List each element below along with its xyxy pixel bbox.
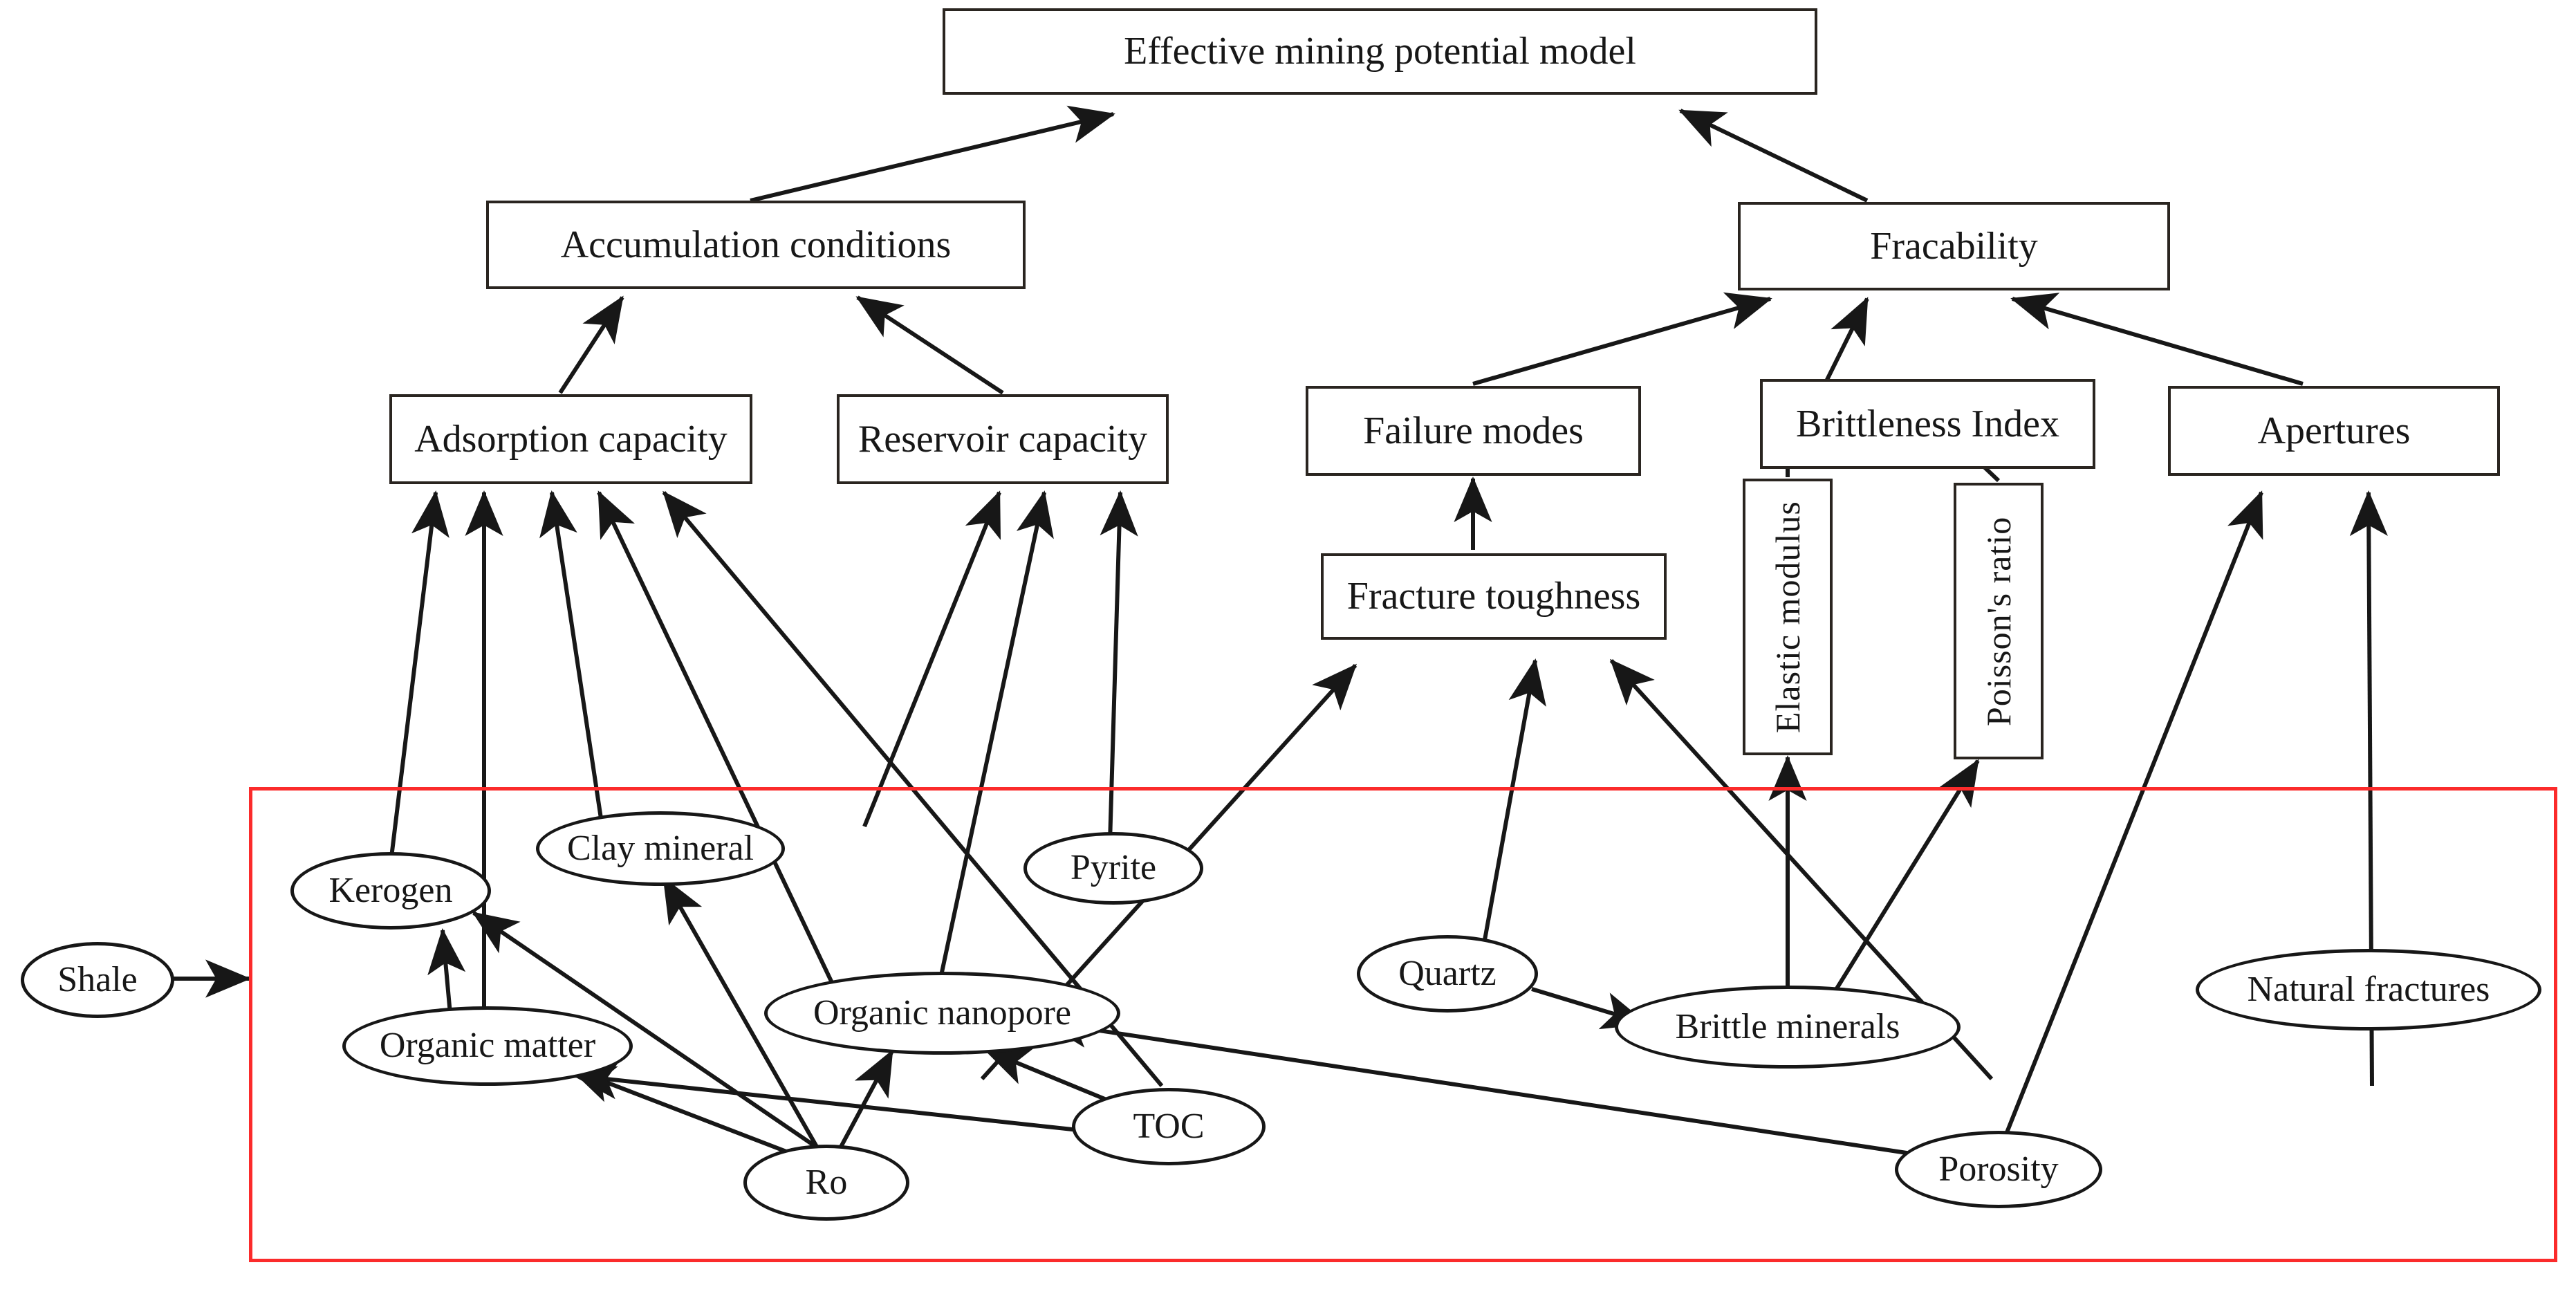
- node-apertures[interactable]: Apertures: [2168, 386, 2500, 476]
- edge-ro-to-kerogen: [472, 911, 824, 1154]
- node-clay-mineral[interactable]: Clay mineral: [536, 811, 785, 886]
- node-effective-mining-potential-model[interactable]: Effective mining potential model: [943, 8, 1817, 95]
- edge-accumulation-to-model: [750, 105, 1115, 203]
- node-kerogen[interactable]: Kerogen: [290, 852, 491, 930]
- edge-brittleness-to-fracability: [1824, 297, 1869, 384]
- node-fracture-toughness[interactable]: Fracture toughness: [1321, 553, 1667, 640]
- edge-adsorption-to-accumulation: [558, 295, 624, 394]
- node-quartz[interactable]: Quartz: [1357, 935, 1538, 1013]
- node-organic-matter[interactable]: Organic matter: [342, 1006, 633, 1086]
- edge-failure-to-fracability: [1472, 292, 1772, 386]
- node-shale[interactable]: Shale: [21, 942, 174, 1018]
- node-fracability[interactable]: Fracability: [1738, 202, 2170, 290]
- edge-ro-to-claymineral: [662, 876, 822, 1153]
- edge-ro-to-nanopore: [838, 1049, 894, 1149]
- node-brittleness-index[interactable]: Brittleness Index: [1760, 379, 2095, 469]
- edge-nanopore-to-reservoir: [938, 490, 1054, 979]
- node-failure-modes[interactable]: Failure modes: [1306, 386, 1641, 476]
- node-reservoir-capacity[interactable]: Reservoir capacity: [837, 394, 1169, 484]
- edge-quartz-to-toughness: [1481, 658, 1546, 948]
- edge-toc-to-organicmatter: [572, 1061, 1118, 1136]
- node-toc[interactable]: TOC: [1072, 1088, 1266, 1165]
- edge-fracability-to-model: [1678, 109, 1869, 203]
- node-organic-nanopore[interactable]: Organic nanopore: [764, 972, 1120, 1055]
- node-elastic-modulus[interactable]: Elastic modulus: [1743, 479, 1833, 755]
- edge-porosity-to-apertures: [2000, 490, 2263, 1146]
- edge-nanopore-to-adsorption: [597, 490, 835, 987]
- node-porosity[interactable]: Porosity: [1895, 1131, 2102, 1208]
- edge-reservoir-to-accumulation: [855, 295, 1004, 395]
- node-brittle-minerals[interactable]: Brittle minerals: [1615, 986, 1961, 1069]
- edge-apertures-to-fracability: [2010, 293, 2304, 386]
- node-accumulation-conditions[interactable]: Accumulation conditions: [486, 201, 1026, 289]
- edge-brittleminerals-to-poisson: [1824, 759, 1980, 1008]
- node-pyrite[interactable]: Pyrite: [1023, 832, 1203, 905]
- edge-toc-to-nanopore: [983, 1048, 1108, 1102]
- edge-porosity-to-nanopore: [1042, 1010, 1930, 1158]
- edge-pyrite-to-reservoir: [1100, 490, 1138, 843]
- node-ro[interactable]: Ro: [743, 1145, 909, 1221]
- edge-kerogen-to-adsorption: [382, 490, 450, 921]
- node-adsorption-capacity[interactable]: Adsorption capacity: [389, 394, 752, 484]
- node-poissons-ratio[interactable]: Poisson's ratio: [1954, 483, 2044, 759]
- red-highlight-frame: [249, 787, 2557, 1262]
- node-natural-fractures[interactable]: Natural fractures: [2196, 949, 2541, 1030]
- edge-claymineral-to-adsorption: [539, 490, 604, 824]
- edge-claymineral-to-reservoir: [862, 490, 1001, 828]
